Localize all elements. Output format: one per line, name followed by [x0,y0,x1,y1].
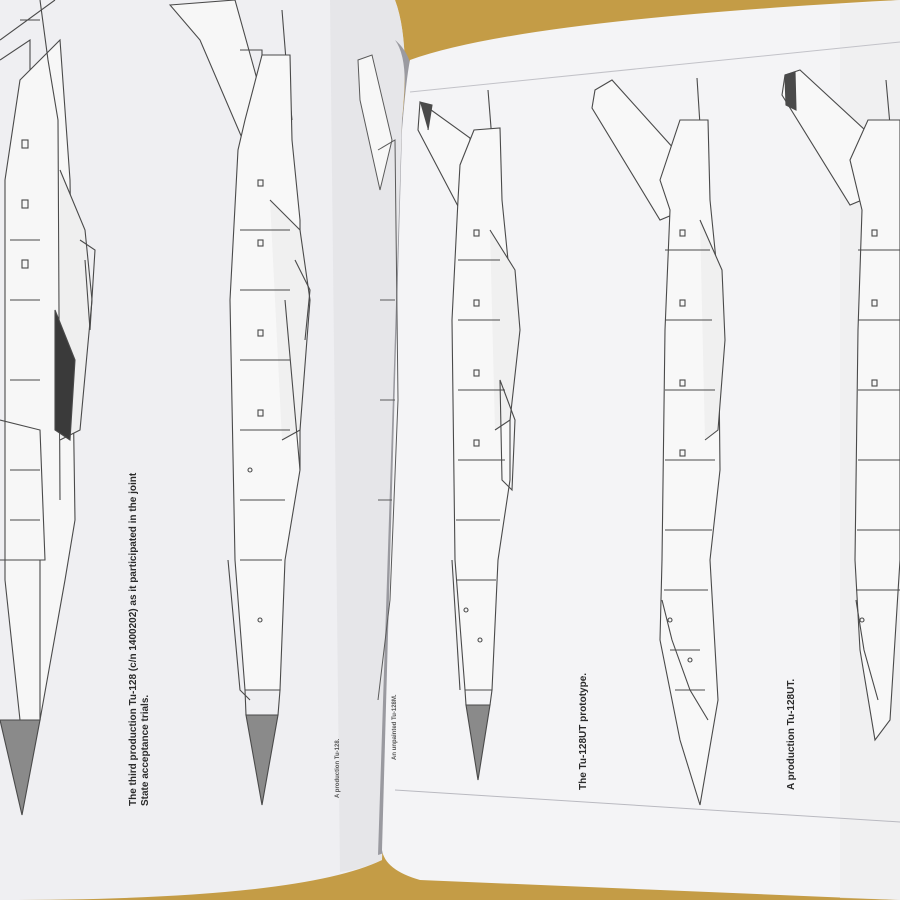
caption-right-1: An unpainted Tu-128M. [392,694,398,760]
aircraft-drawing-left-2 [168,0,311,806]
aircraft-drawing-right-1 [417,89,521,781]
caption-right-2: The Tu-128UT prototype. [578,672,589,790]
caption-left-1-line2: State acceptance trials. [140,694,151,806]
aircraft-drawing-left-3 [357,54,399,701]
aircraft-drawing-left-1 [0,0,96,816]
aircraft-drawing-right-3 [781,69,900,742]
caption-right-3: A production Tu-128UT. [786,678,797,790]
caption-left-1-line1: The third production Tu-128 (c/n 1400202… [128,472,139,806]
left-page [0,0,405,900]
caption-left-1: The third production Tu-128 (c/n 1400202… [128,473,152,806]
aircraft-drawing-right-2 [591,77,726,806]
right-page [382,0,900,900]
caption-left-2: A production Tu-128. [335,738,341,798]
